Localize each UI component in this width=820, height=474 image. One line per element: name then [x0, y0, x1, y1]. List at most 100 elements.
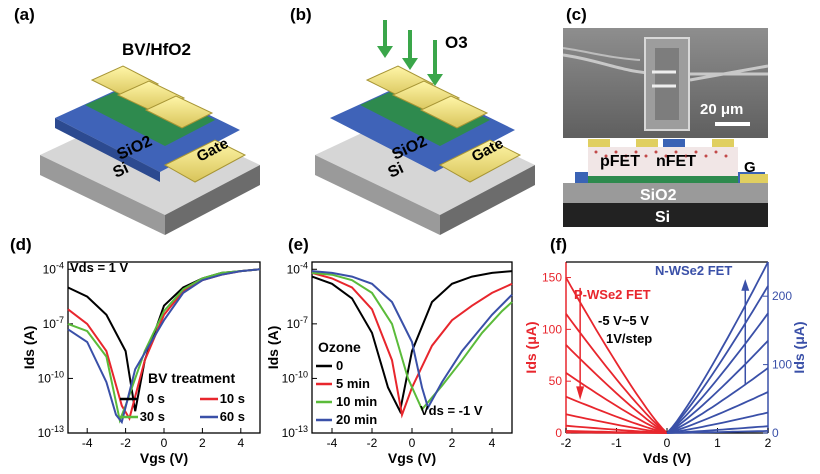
- chart-f-p-label: P-WSe2 FET: [574, 287, 651, 302]
- chart-e-legend-label: 0: [336, 358, 343, 373]
- chart-d-series-0-s: [67, 268, 261, 412]
- chart-f-ytick-right-label: 100: [772, 358, 792, 372]
- chart-e-ytick-label: 10-13: [282, 424, 308, 440]
- scale-label: 20 μm: [700, 101, 743, 118]
- chart-f-p-curve: [565, 344, 668, 434]
- chart-e-ylabel: Ids (A): [265, 326, 281, 370]
- chart-f-n-curve: [666, 312, 769, 434]
- chart-e-xtick-label: 0: [409, 436, 416, 450]
- substrate-right: [165, 165, 260, 235]
- g-label: G: [744, 159, 756, 176]
- chart-e-legend-title: Ozone: [318, 339, 361, 355]
- chart-f-ytick-right-label: 0: [772, 426, 779, 440]
- chart-e-xtick-label: -2: [367, 436, 378, 450]
- chart-f-n-curve: [666, 391, 769, 434]
- chart-d-legend-label: 0 s: [147, 391, 165, 406]
- chart-e-series-20-min: [311, 270, 513, 411]
- cs-sio2: [563, 183, 768, 203]
- chart-e-xlabel: Vgs (V): [388, 450, 436, 466]
- chart-f-p-curve: [565, 313, 668, 434]
- chart-f-sweep: -5 V~5 V: [598, 313, 649, 328]
- chart-d-legend-label: 30 s: [140, 409, 165, 424]
- chart-d-xlabel: Vgs (V): [140, 450, 188, 466]
- panel-e-label: (e): [288, 235, 309, 254]
- chart-e-xtick-label: -4: [327, 436, 338, 450]
- chart-d-series-60-s: [67, 268, 261, 425]
- cs-gate: [740, 174, 768, 183]
- chart-f-p-curve: [565, 277, 668, 434]
- chart-d-legend-title: BV treatment: [148, 370, 235, 386]
- chart-f-xtick-label: -2: [561, 436, 572, 450]
- chart-f-ylabel-left: Ids (μA): [523, 321, 539, 373]
- chart-d-xtick-label: -4: [82, 436, 93, 450]
- cs-si-label: Si: [655, 209, 670, 226]
- chart-e-ytick-label: 10-10: [282, 369, 308, 385]
- chart-f-ytick-left-label: 150: [542, 271, 562, 285]
- chart-f-xtick-label: 1: [714, 436, 721, 450]
- cs-si: [563, 203, 768, 227]
- chart-e-legend-label: 10 min: [336, 394, 377, 409]
- chart-d-xtick-label: 4: [237, 436, 244, 450]
- chart-f-p-curve: [565, 395, 668, 434]
- chart-f-p-curve: [565, 413, 668, 434]
- panel-b: (b) O3 SiO2 Si Gate: [290, 5, 535, 235]
- chart-d-xtick-label: 2: [199, 436, 206, 450]
- chart-f-ytick-left-label: 50: [549, 374, 563, 388]
- chart-e-series-0: [311, 270, 513, 415]
- contact-3: [144, 95, 214, 129]
- nfet-label: nFET: [656, 153, 696, 170]
- si-label: Si: [111, 160, 132, 182]
- bv-hfo2-label: BV/HfO2: [122, 40, 191, 59]
- chart-d-annotation: Vds = 1 V: [70, 260, 128, 275]
- chart-f-n-curve: [666, 430, 769, 434]
- panel-c: (c) 20 μm pFET nFET G SiO2 Si: [562, 5, 769, 227]
- chart-f-n-curve: [666, 411, 769, 434]
- chart-f-step: 1V/step: [606, 331, 652, 346]
- panel-a: (a) BV/HfO2 SiO2 Si Gate: [14, 5, 260, 235]
- chart-f-xtick-label: -1: [611, 436, 622, 450]
- chart-e-series-10-min: [311, 271, 513, 412]
- ozone-arrows: [377, 20, 443, 86]
- si-label-b: Si: [386, 160, 407, 182]
- chart-d-legend-label: 10 s: [220, 391, 245, 406]
- cs-sio2-label: SiO2: [640, 187, 677, 204]
- chart-f-xtick-label: 0: [664, 436, 671, 450]
- chart-d-xtick-label: -2: [120, 436, 131, 450]
- chart-f-xlabel: Vds (V): [643, 450, 691, 466]
- chart-f-n-curve: [666, 285, 769, 434]
- chart-e-annotation: Vds = -1 V: [420, 403, 483, 418]
- chart-d-legend-label: 60 s: [220, 409, 245, 424]
- chart-f-ytick-left-label: 0: [555, 426, 562, 440]
- wse2-channel: [85, 82, 215, 146]
- chart-d-ytick-label: 10-13: [38, 424, 64, 440]
- chart-f-n-curve: [666, 340, 769, 434]
- chart-d-frame: [67, 261, 261, 434]
- o3-label: O3: [445, 33, 468, 52]
- chart-f-p-curve: [565, 372, 668, 434]
- chart-f-ytick-right-label: 200: [772, 289, 792, 303]
- panel-b-label: (b): [290, 5, 312, 24]
- chart-f-p-curve: [566, 431, 667, 434]
- chart-e-ytick-label: 10-4: [287, 260, 308, 276]
- panel-f-label: (f): [550, 235, 567, 254]
- panel-a-label: (a): [14, 5, 35, 24]
- chart-d-series-30-s: [67, 268, 261, 424]
- chart-e-series-5-min: [311, 271, 513, 419]
- chart-f-n-curve: [666, 261, 769, 434]
- chart-d-ytick-label: 10-10: [38, 369, 64, 385]
- chart-e-ytick-label: 10-7: [287, 315, 308, 331]
- chart-e-legend-label: 5 min: [336, 376, 370, 391]
- substrate-left: [40, 155, 165, 235]
- panel-c-label: (c): [566, 5, 587, 24]
- chart-f-n-label: N-WSe2 FET: [655, 263, 732, 278]
- chart-d-ylabel: Ids (A): [21, 326, 37, 370]
- gate-pad: [163, 139, 247, 183]
- panel-d-label: (d): [10, 235, 32, 254]
- pfet-label: pFET: [600, 153, 640, 170]
- chart-f-n-curve: [666, 367, 769, 434]
- chart-e-xtick-label: 4: [489, 436, 496, 450]
- chart-f-ytick-left-label: 100: [542, 322, 562, 336]
